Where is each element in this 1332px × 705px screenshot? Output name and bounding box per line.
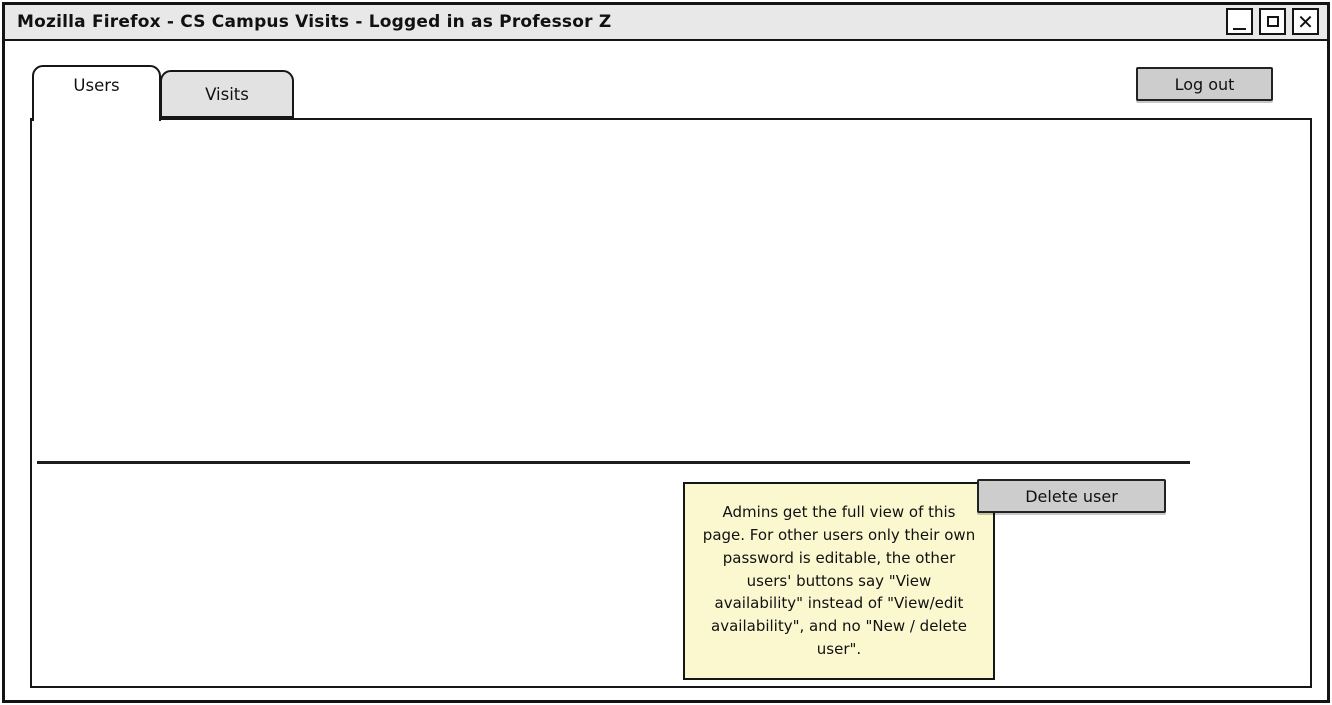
annotation-note-text: Admins get the full view of this page. F… <box>702 503 976 658</box>
section-divider <box>37 461 1190 464</box>
active-tab-connector <box>32 104 161 121</box>
maximize-button[interactable] <box>1259 8 1286 35</box>
annotation-note: Admins get the full view of this page. F… <box>683 482 995 680</box>
delete-user-button[interactable]: Delete user <box>977 479 1166 513</box>
window-controls: ✕ <box>1226 8 1319 35</box>
close-button[interactable]: ✕ <box>1292 8 1319 35</box>
minimize-button[interactable] <box>1226 8 1253 35</box>
title-bar: Mozilla Firefox - CS Campus Visits - Log… <box>5 5 1327 41</box>
minimize-icon <box>1233 27 1246 30</box>
tab-users-label: Users <box>73 76 120 95</box>
maximize-icon <box>1266 16 1279 27</box>
window-title: Mozilla Firefox - CS Campus Visits - Log… <box>17 12 612 32</box>
logout-button[interactable]: Log out <box>1136 67 1273 101</box>
users-panel <box>30 118 1312 688</box>
tab-visits-label: Visits <box>205 84 249 104</box>
tab-users[interactable]: Users <box>32 65 161 106</box>
tab-visits[interactable]: Visits <box>160 70 294 118</box>
close-icon: ✕ <box>1297 9 1314 34</box>
